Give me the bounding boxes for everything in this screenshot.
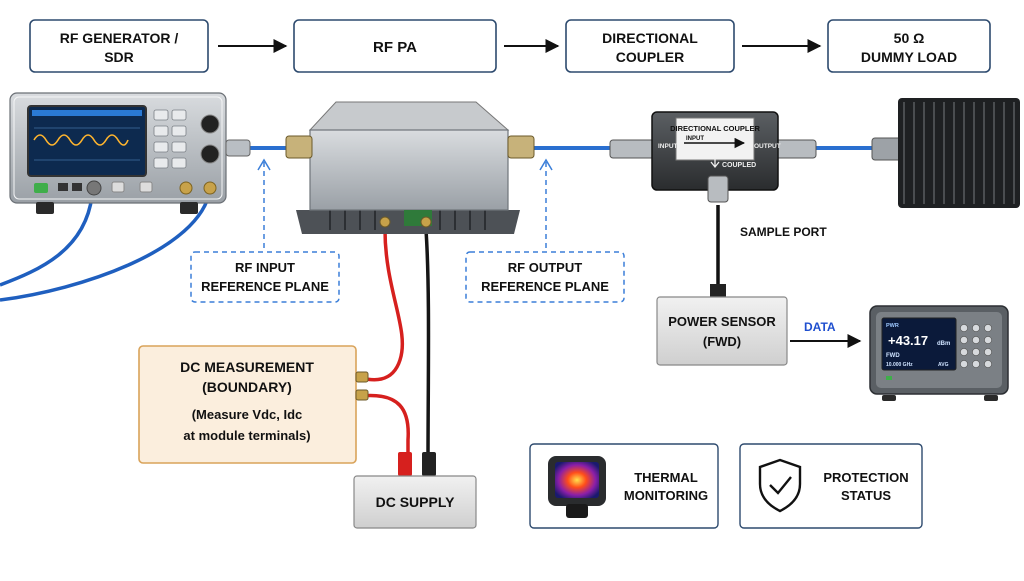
- shield-check-icon: [758, 458, 802, 513]
- generator-screen: [27, 105, 147, 177]
- meter-mode: FWD: [886, 353, 900, 359]
- rf-pa-module: [285, 101, 535, 234]
- data-label: DATA: [804, 320, 836, 334]
- coupler-device: DIRECTIONAL COUPLER INPUT INPUT OUTPUT C…: [609, 111, 817, 203]
- rf-generator-label-2: SDR: [104, 49, 134, 65]
- meter-reading: +43.17: [888, 333, 928, 348]
- dc-measurement-label-3: (Measure Vdc, Idc: [192, 407, 303, 422]
- protection-label-2: STATUS: [841, 488, 891, 503]
- meter-screen: [881, 317, 957, 371]
- coupler-device-title: DIRECTIONAL COUPLER: [670, 124, 760, 133]
- meter-avg: AVG: [938, 362, 949, 368]
- power-meter-device: PWR +43.17 dBm FWD 10.000 GHz AVG: [869, 305, 1009, 401]
- meter-unit: dBm: [937, 341, 950, 347]
- power-sensor-label-2: (FWD): [703, 334, 741, 349]
- meter-brand: PWR: [886, 323, 899, 329]
- dc-measurement-label-4: at module terminals): [183, 428, 310, 443]
- rf-output-reference-plane: RF OUTPUT REFERENCE PLANE: [465, 158, 625, 303]
- dummy-load-box: [827, 19, 991, 73]
- rf-output-label: RF OUTPUT: [508, 260, 582, 275]
- protection-label: PROTECTION: [823, 470, 908, 485]
- dummy-load-label-2: DUMMY LOAD: [861, 49, 957, 65]
- dc-measurement-label: DC MEASUREMENT: [180, 359, 314, 375]
- directional-coupler-box: [565, 19, 735, 73]
- power-sensor-box: POWER SENSOR (FWD): [656, 284, 788, 366]
- coupler-label-2: COUPLER: [616, 49, 684, 65]
- dummy-load-device: [871, 98, 1020, 208]
- rf-input-label: RF INPUT: [235, 260, 295, 275]
- coupler-device-output-tag: OUTPUT: [754, 143, 781, 150]
- rf-output-label-2: REFERENCE PLANE: [481, 279, 609, 294]
- dc-supply-label: DC SUPPLY: [376, 494, 456, 510]
- meter-freq: 10.000 GHz: [886, 362, 913, 368]
- dc-cables: [359, 229, 431, 463]
- protection-status-card: PROTECTION STATUS: [739, 443, 923, 529]
- coupler-label: DIRECTIONAL: [602, 30, 698, 46]
- thermal-label: THERMAL: [634, 470, 698, 485]
- rf-pa-label: RF PA: [373, 39, 417, 56]
- flow-row: RF GENERATOR / SDR RF PA DIRECTIONAL COU…: [29, 19, 991, 73]
- dc-measurement-label-2: (BOUNDARY): [202, 379, 292, 395]
- sample-port-label: SAMPLE PORT: [740, 225, 827, 239]
- rf-input-label-2: REFERENCE PLANE: [201, 279, 329, 294]
- dc-measurement-box: DC MEASUREMENT (BOUNDARY) (Measure Vdc, …: [138, 345, 369, 464]
- power-sensor-label: POWER SENSOR: [668, 314, 776, 329]
- signal-generator-device: [9, 92, 251, 214]
- coupler-device-input-tag: INPUT: [658, 143, 678, 150]
- coupler-device-coupled: COUPLED: [722, 162, 756, 169]
- coupler-device-input: INPUT: [686, 136, 704, 142]
- rf-generator-label: RF GENERATOR /: [60, 30, 179, 46]
- rf-pa-box: [293, 19, 497, 73]
- rf-cables: [0, 146, 876, 302]
- thermal-monitoring-card: THERMAL MONITORING: [529, 443, 719, 529]
- rf-input-reference-plane: RF INPUT REFERENCE PLANE: [190, 158, 340, 303]
- dummy-load-label: 50 Ω: [894, 30, 925, 46]
- rf-generator-box: [29, 19, 209, 73]
- dc-supply-box: DC SUPPLY: [353, 452, 477, 529]
- thermal-camera-icon: [548, 456, 606, 518]
- thermal-label-2: MONITORING: [624, 488, 708, 503]
